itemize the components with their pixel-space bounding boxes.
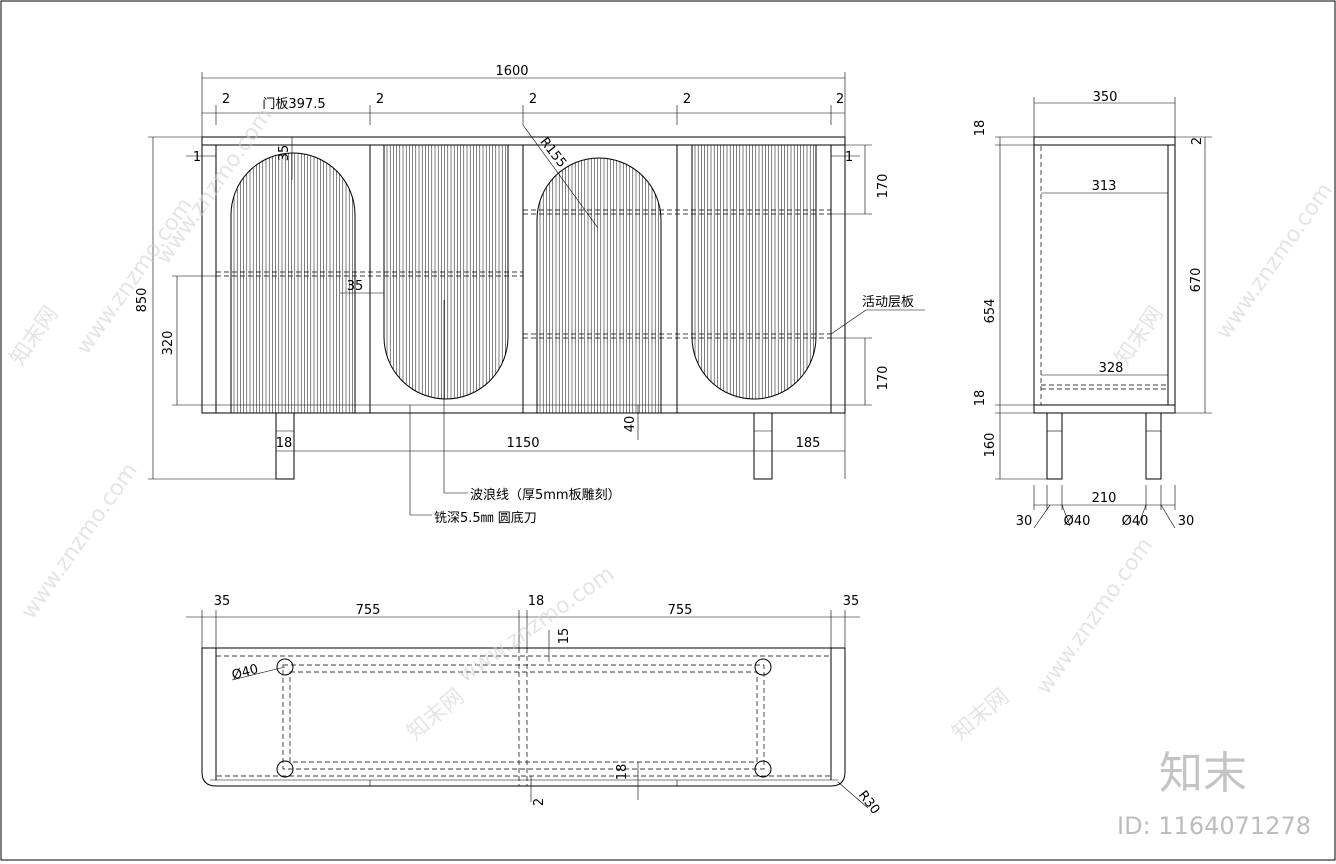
dim-plan-mid-panel: 18	[528, 594, 545, 609]
dim-top-inset: 35	[277, 145, 292, 162]
label-movable-shelf: 活动层板	[862, 295, 914, 310]
dim-side-leg-dia-right: Ø40	[1122, 514, 1149, 529]
leg-side-right	[1145, 412, 1162, 480]
dim-plan-leg-dia: Ø40	[230, 662, 260, 683]
dim-side-leg-span: 210	[1092, 491, 1117, 506]
dim-gap-3: 2	[529, 92, 537, 107]
dim-inner-height: 654	[983, 299, 998, 324]
dim-plan-left-span: 755	[356, 603, 381, 618]
side-view: 350 313 328 18 654 18 160 2 670 210	[973, 90, 1212, 529]
leg-side-left	[1046, 412, 1063, 480]
dim-leg-right: 185	[796, 436, 821, 451]
dim-plan-right-edge: 35	[843, 594, 860, 609]
dim-leg-span: 1150	[506, 436, 539, 451]
dim-plan-corner-radius: R30	[855, 788, 883, 817]
dim-plan-left-edge: 35	[214, 594, 231, 609]
dim-right-top: 170	[876, 174, 891, 199]
dim-edge-right: 1	[845, 150, 853, 165]
arch-door-4	[691, 145, 817, 400]
watermark-cn-1: 知末网	[6, 302, 64, 370]
arch-door-1	[230, 152, 356, 413]
note-wave-line: 波浪线（厚5mm板雕刻）	[470, 488, 621, 503]
watermark-site-5: www.znzmo.com	[454, 562, 619, 688]
dim-top-thickness: 18	[973, 120, 988, 137]
dim-plan-back-gap: 15	[557, 628, 572, 645]
dim-shelf-width: 328	[1099, 361, 1124, 376]
plan-leg-4	[754, 760, 772, 778]
dim-side-inset: 35	[347, 279, 364, 294]
arch-door-2	[383, 145, 509, 400]
watermark-cn-2: 知末网	[1111, 302, 1169, 370]
plan-view: 35 755 18 755 35 Ø40 15 18 2 R30	[186, 594, 883, 818]
dim-height-total: 850	[135, 288, 150, 313]
dim-outer-height: 670	[1189, 268, 1204, 293]
watermark-logo: 知末	[1159, 748, 1247, 799]
dim-depth: 350	[1093, 90, 1118, 105]
dim-height-lower: 320	[161, 331, 176, 356]
plan-outline	[201, 647, 846, 787]
dim-plan-bottom-thickness: 18	[615, 764, 630, 781]
dim-plan-front-gap: 2	[532, 798, 547, 806]
leg-front-left	[275, 412, 295, 480]
dim-bottom-gap: 40	[623, 416, 638, 433]
dim-inner-width: 313	[1092, 179, 1117, 194]
dim-side-leg-dia-left: Ø40	[1064, 514, 1091, 529]
plan-leg-1	[276, 658, 294, 676]
dim-door-panel: 门板397.5	[262, 97, 325, 112]
dim-gap-1: 2	[222, 92, 230, 107]
dim-bottom-thickness: 18	[973, 390, 988, 407]
watermark-cn-3: 知末网	[403, 684, 470, 746]
plan-leg-2	[754, 658, 772, 676]
watermark-id: ID: 1164071278	[1117, 812, 1311, 840]
watermark-site-3: www.znzmo.com	[1212, 179, 1336, 344]
dim-gap-4: 2	[683, 92, 691, 107]
side-outline	[1033, 136, 1176, 414]
dim-side-right-offset: 30	[1178, 514, 1195, 529]
note-mill-depth: 铣深5.5㎜ 圆底刀	[434, 510, 537, 526]
dim-gap-5: 2	[836, 92, 844, 107]
dim-right-bottom: 170	[876, 366, 891, 391]
door-fluting	[233, 145, 814, 413]
watermark-cn-4: 知末网	[948, 684, 1015, 746]
watermark-site-6: www.znzmo.com	[152, 104, 278, 269]
dim-overall-width: 1600	[495, 64, 528, 79]
dim-leg-offset: 18	[276, 436, 293, 451]
dim-plan-right-span: 755	[668, 603, 693, 618]
watermark-site-2: www.znzmo.com	[17, 459, 143, 624]
front-view: 1600 2 2 2 2 2 门板397.5 R155 1 1 35 35 85…	[135, 64, 925, 526]
dim-right-gap: 2	[1190, 137, 1205, 145]
arch-door-3	[536, 157, 662, 413]
dim-edge-left: 1	[193, 150, 201, 165]
dim-gap-2: 2	[376, 92, 384, 107]
dim-leg-height: 160	[983, 433, 998, 458]
watermark-site-4: www.znzmo.com	[1032, 534, 1158, 699]
leg-front-right	[753, 412, 773, 480]
dim-side-left-offset: 30	[1016, 514, 1033, 529]
plan-leg-3	[276, 760, 294, 778]
